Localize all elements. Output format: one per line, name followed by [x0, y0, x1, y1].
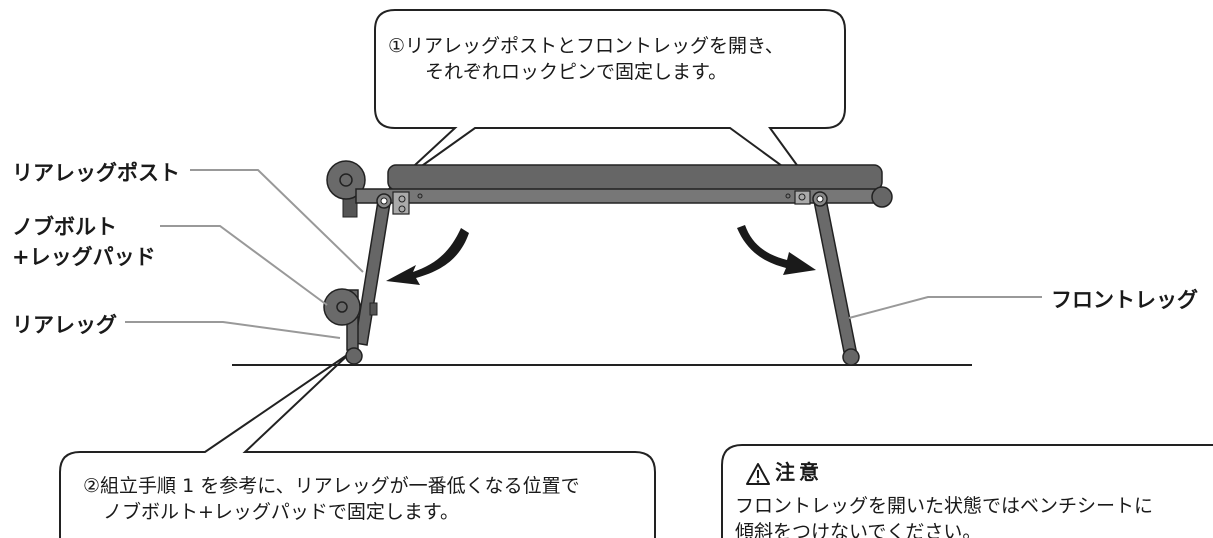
- rear-rotate-arrow: [386, 228, 469, 285]
- bottom-callout-bubble: [59, 352, 656, 538]
- label-knob-bolt-line2: +レッグパッド: [12, 245, 156, 269]
- leader-knob-bolt: [160, 225, 328, 306]
- caution-panel: 注意 フロントレッグを開いた状態ではベンチシートに 傾斜をつけないでください。: [735, 456, 1213, 538]
- warning-triangle-icon: [746, 463, 770, 485]
- caution-line1: フロントレッグを開いた状態ではベンチシートに: [735, 495, 1154, 517]
- caution-line2: 傾斜をつけないでください。: [735, 521, 982, 538]
- rear-leg-post: [354, 200, 391, 346]
- bench-seat: [387, 164, 883, 191]
- rear-pivot: [376, 191, 410, 215]
- caution-body: フロントレッグを開いた状態ではベンチシートに 傾斜をつけないでください。: [735, 493, 1213, 538]
- knob-bolt-pad: [323, 288, 361, 326]
- caution-box: [721, 444, 1213, 538]
- leader-rear-leg-post: [190, 169, 364, 273]
- front-rotate-arrow: [737, 225, 816, 275]
- front-roller: [871, 186, 893, 208]
- caution-heading: 注意: [735, 456, 1213, 485]
- label-front-leg: フロントレッグ: [1051, 288, 1198, 312]
- leader-front-leg: [848, 296, 1042, 319]
- frame-hole-front: [785, 193, 791, 199]
- label-rear-leg-post: リアレッグポスト: [12, 161, 180, 185]
- top-callout-line1: ①リアレッグポストとフロントレッグを開き、: [388, 35, 784, 57]
- frame-hole-rear: [417, 193, 423, 199]
- knob-bolt-stub: [369, 302, 378, 316]
- caution-title: 注意: [775, 460, 823, 484]
- front-leg: [813, 198, 858, 358]
- front-leg-foot: [842, 348, 860, 366]
- label-knob-bolt-line1: ノブボルト: [12, 215, 117, 239]
- leader-rear-leg: [125, 321, 341, 339]
- front-pivot: [794, 190, 828, 207]
- label-rear-leg: リアレッグ: [12, 313, 117, 337]
- top-callout-line2: それぞれロックピンで固定します。: [425, 61, 728, 83]
- rear-leg-foot: [345, 347, 363, 365]
- bottom-callout-line2: ノブボルト+レッグパッドで固定します。: [103, 501, 460, 523]
- bottom-callout-line1: ②組立手順 1 を参考に、リアレッグが一番低くなる位置で: [83, 475, 580, 497]
- top-callout-bubble: [374, 9, 846, 191]
